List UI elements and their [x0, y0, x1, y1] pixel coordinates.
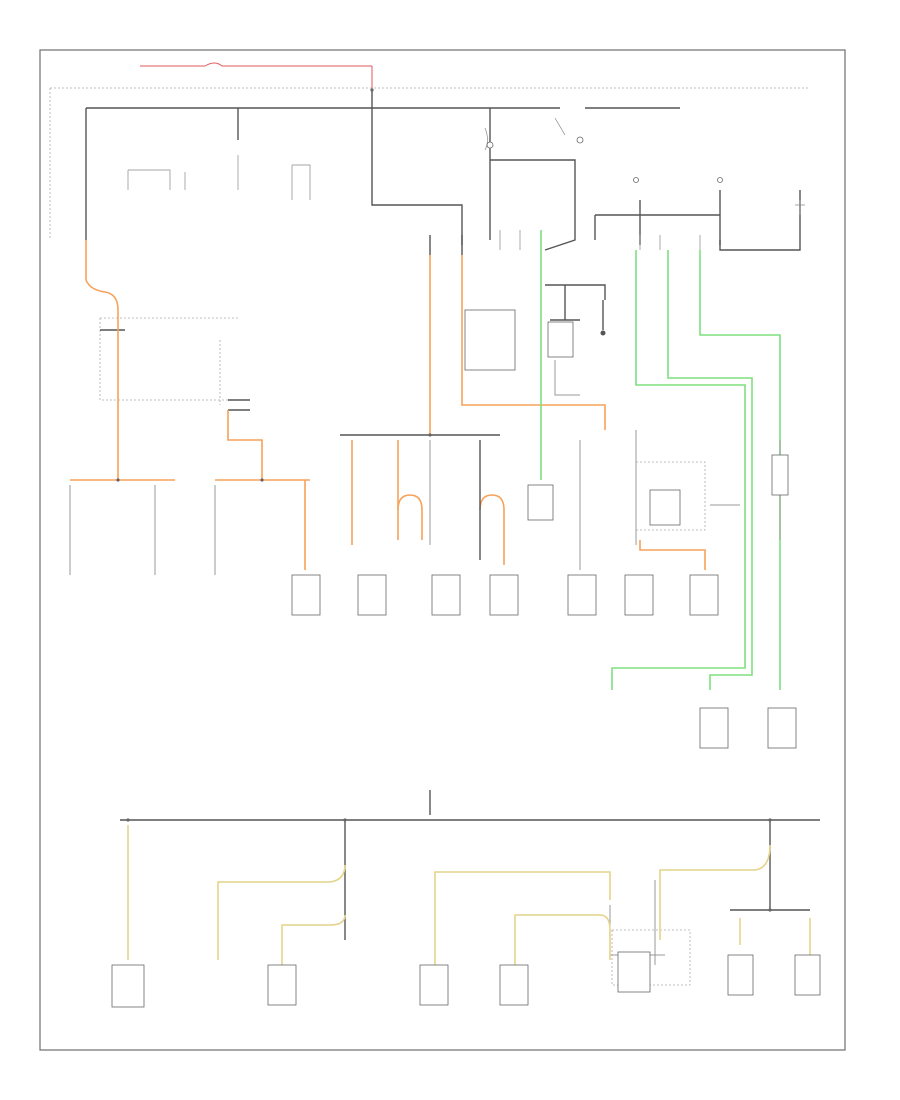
bottom-connectors [111, 951, 821, 1008]
mid-connectors [69, 485, 797, 749]
power-feed [49, 62, 810, 255]
diagram-frame [39, 49, 846, 1051]
top-switches [127, 117, 805, 250]
center-relay [464, 284, 606, 396]
middle-bus [340, 430, 740, 570]
yellow-wires [127, 825, 811, 965]
green-wires [540, 230, 781, 690]
left-components [99, 317, 250, 411]
middle-components [429, 440, 789, 545]
bottom-bus [120, 790, 820, 986]
splice-points [116, 88, 772, 912]
orange-wires [70, 240, 706, 570]
